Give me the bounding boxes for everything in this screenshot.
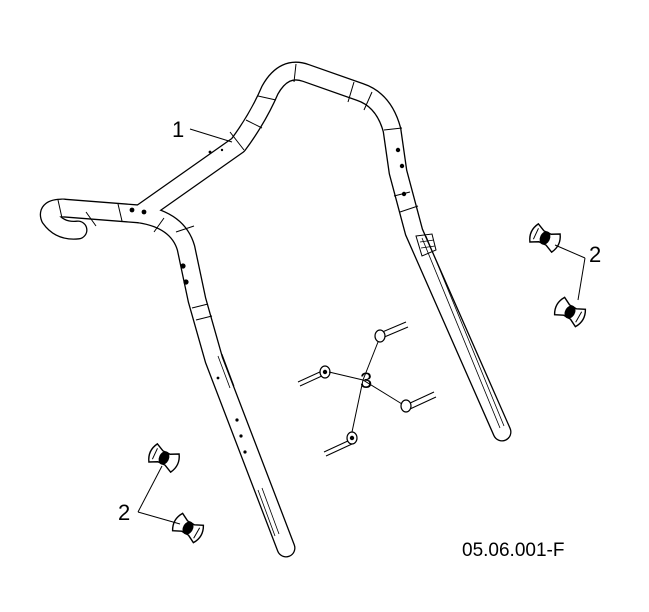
knob-lower-right bbox=[553, 296, 587, 328]
bolt-right bbox=[400, 391, 437, 413]
callout-handle: 1 bbox=[172, 117, 184, 142]
leader-lines bbox=[137, 128, 586, 525]
bolt-left bbox=[297, 365, 331, 387]
callout-bolts: 3 bbox=[360, 368, 372, 393]
callout-knobs-left: 2 bbox=[118, 500, 130, 525]
drawing-code: 05.06.001-F bbox=[462, 540, 564, 561]
callout-knobs-right: 2 bbox=[589, 242, 601, 267]
handle-bar bbox=[39, 61, 512, 558]
knob-upper-left bbox=[148, 442, 180, 474]
handle-band-rings bbox=[57, 63, 419, 321]
bolt-top bbox=[374, 321, 409, 343]
knob-upper-right bbox=[529, 222, 561, 254]
adjustment-slots bbox=[217, 233, 505, 537]
handle-holes bbox=[129, 147, 407, 454]
bolt-bottom bbox=[323, 431, 358, 457]
knob-lower-left bbox=[171, 512, 205, 544]
